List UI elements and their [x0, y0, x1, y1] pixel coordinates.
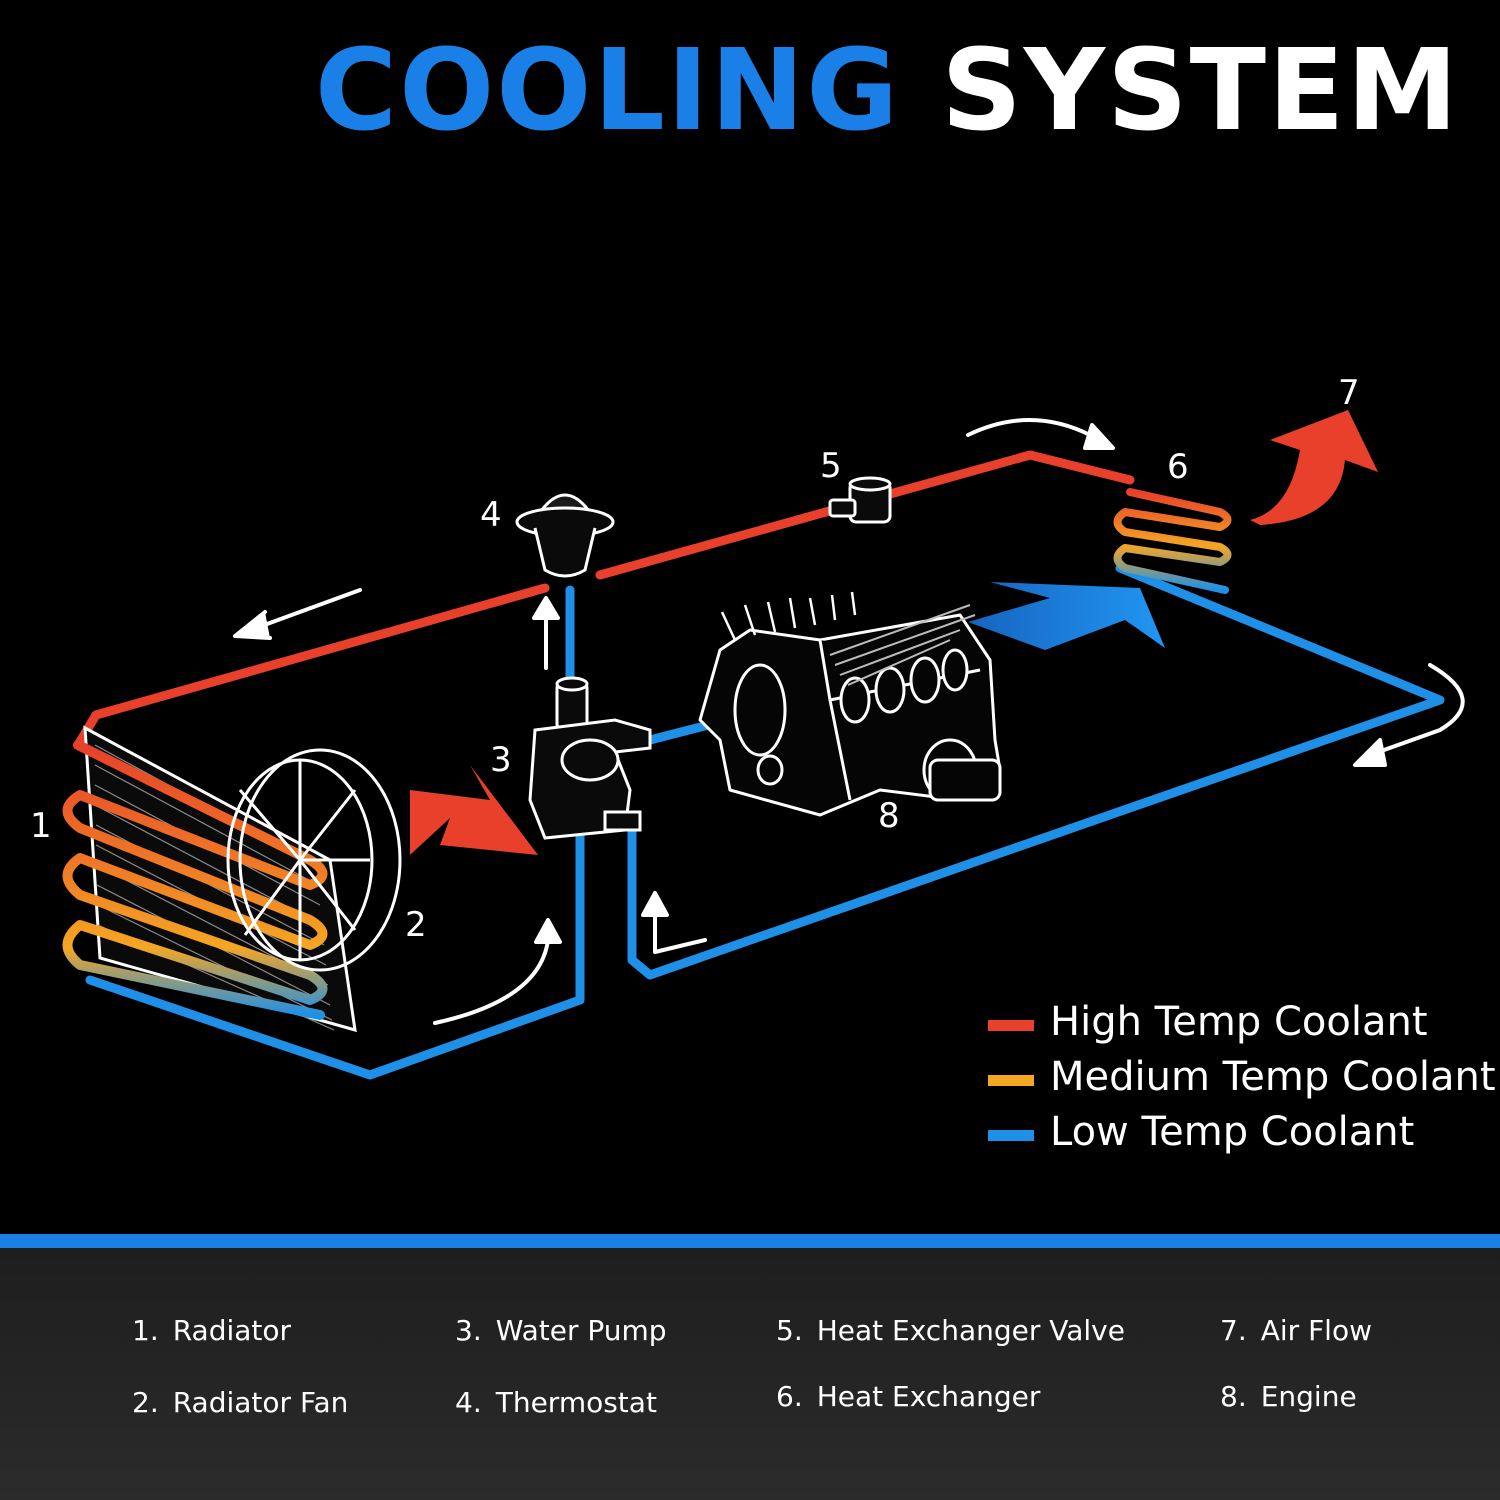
- legend-label-medium: Medium Temp Coolant: [1050, 1053, 1496, 1100]
- radiator-coil: [62, 740, 328, 1020]
- flow-arrow-top-right: [966, 418, 1092, 437]
- callout-5: 5: [820, 446, 842, 486]
- legend-label-high: High Temp Coolant: [1050, 998, 1428, 1045]
- callout-6: 6: [1167, 447, 1189, 487]
- airflow-arrow-exit: [1250, 410, 1378, 525]
- callout-1: 1: [30, 806, 52, 846]
- key-label: Air Flow: [1260, 1314, 1372, 1347]
- callout-2: 2: [405, 905, 427, 945]
- key-item-7: 7. Air Flow: [1220, 1314, 1372, 1347]
- key-label: Heat Exchanger: [816, 1380, 1041, 1413]
- water-pump: [528, 676, 652, 840]
- key-item-2: 2. Radiator Fan: [132, 1386, 348, 1419]
- legend-swatch-high: [988, 1020, 1034, 1031]
- cooling-system-diagram: [62, 410, 1465, 1080]
- engine-pushrods: [829, 604, 976, 686]
- airflow-arrow-fan: [410, 765, 538, 855]
- key-item-5: 5. Heat Exchanger Valve: [776, 1314, 1125, 1347]
- key-label: Engine: [1260, 1380, 1357, 1413]
- diagram-title: COOLING SYSTEM: [315, 29, 1460, 153]
- legend-item-medium: Medium Temp Coolant: [988, 1049, 1496, 1104]
- engine: [698, 591, 1002, 817]
- callout-3: 3: [490, 740, 512, 780]
- divider-bar: [0, 1234, 1500, 1248]
- callout-7: 7: [1338, 373, 1360, 413]
- key-item-3: 3. Water Pump: [455, 1314, 667, 1347]
- engine-studs: [720, 591, 857, 641]
- heat-exchanger-valve: [828, 476, 892, 524]
- callout-8: 8: [878, 796, 900, 836]
- flow-arrow-bottom-left: [433, 938, 550, 1025]
- key-num: 6.: [776, 1380, 803, 1413]
- airflow-arrow-blue: [968, 582, 1165, 650]
- key-label: Heat Exchanger Valve: [816, 1314, 1125, 1347]
- thermostat: [515, 493, 615, 578]
- top-pipe-right: [595, 450, 1135, 580]
- key-label: Water Pump: [495, 1314, 667, 1347]
- heat-exchanger-coil: [1113, 488, 1232, 594]
- key-num: 5.: [776, 1314, 803, 1347]
- key-label: Thermostat: [495, 1386, 657, 1419]
- flow-arrow-return-corner: [1368, 663, 1465, 757]
- key-num: 2.: [132, 1386, 159, 1419]
- key-item-1: 1. Radiator: [132, 1314, 291, 1347]
- key-num: 3.: [455, 1314, 482, 1347]
- radiator: [62, 725, 357, 1033]
- legend-item-high: High Temp Coolant: [988, 994, 1496, 1049]
- legend-item-low: Low Temp Coolant: [988, 1104, 1496, 1159]
- key-item-8: 8. Engine: [1220, 1380, 1357, 1413]
- legend-label-low: Low Temp Coolant: [1050, 1108, 1415, 1155]
- radiator-outlet-pipe: [85, 825, 585, 1080]
- top-pipe-left: [73, 583, 550, 750]
- fan-shroud: [238, 748, 402, 972]
- title-system: SYSTEM: [941, 26, 1460, 156]
- key-num: 1.: [132, 1314, 159, 1347]
- key-num: 8.: [1220, 1380, 1247, 1413]
- radiator-fan: [226, 748, 402, 972]
- legend: High Temp Coolant Medium Temp Coolant Lo…: [988, 994, 1496, 1159]
- key-label: Radiator Fan: [172, 1386, 349, 1419]
- callout-4: 4: [480, 495, 502, 535]
- title-cooling: COOLING: [314, 26, 901, 156]
- key-label: Radiator: [172, 1314, 292, 1347]
- key-item-6: 6. Heat Exchanger: [776, 1380, 1040, 1413]
- flow-arrows: [233, 418, 1465, 1025]
- parts-key: 1. Radiator 2. Radiator Fan 3. Water Pump 4…: [0, 1248, 1500, 1500]
- return-pipe: [627, 563, 1445, 980]
- flow-arrow-pump-inlet: [653, 908, 707, 954]
- key-num: 4.: [455, 1386, 482, 1419]
- key-num: 7.: [1220, 1314, 1247, 1347]
- legend-swatch-low: [988, 1130, 1034, 1141]
- key-item-4: 4. Thermostat: [455, 1386, 657, 1419]
- legend-swatch-medium: [988, 1075, 1034, 1086]
